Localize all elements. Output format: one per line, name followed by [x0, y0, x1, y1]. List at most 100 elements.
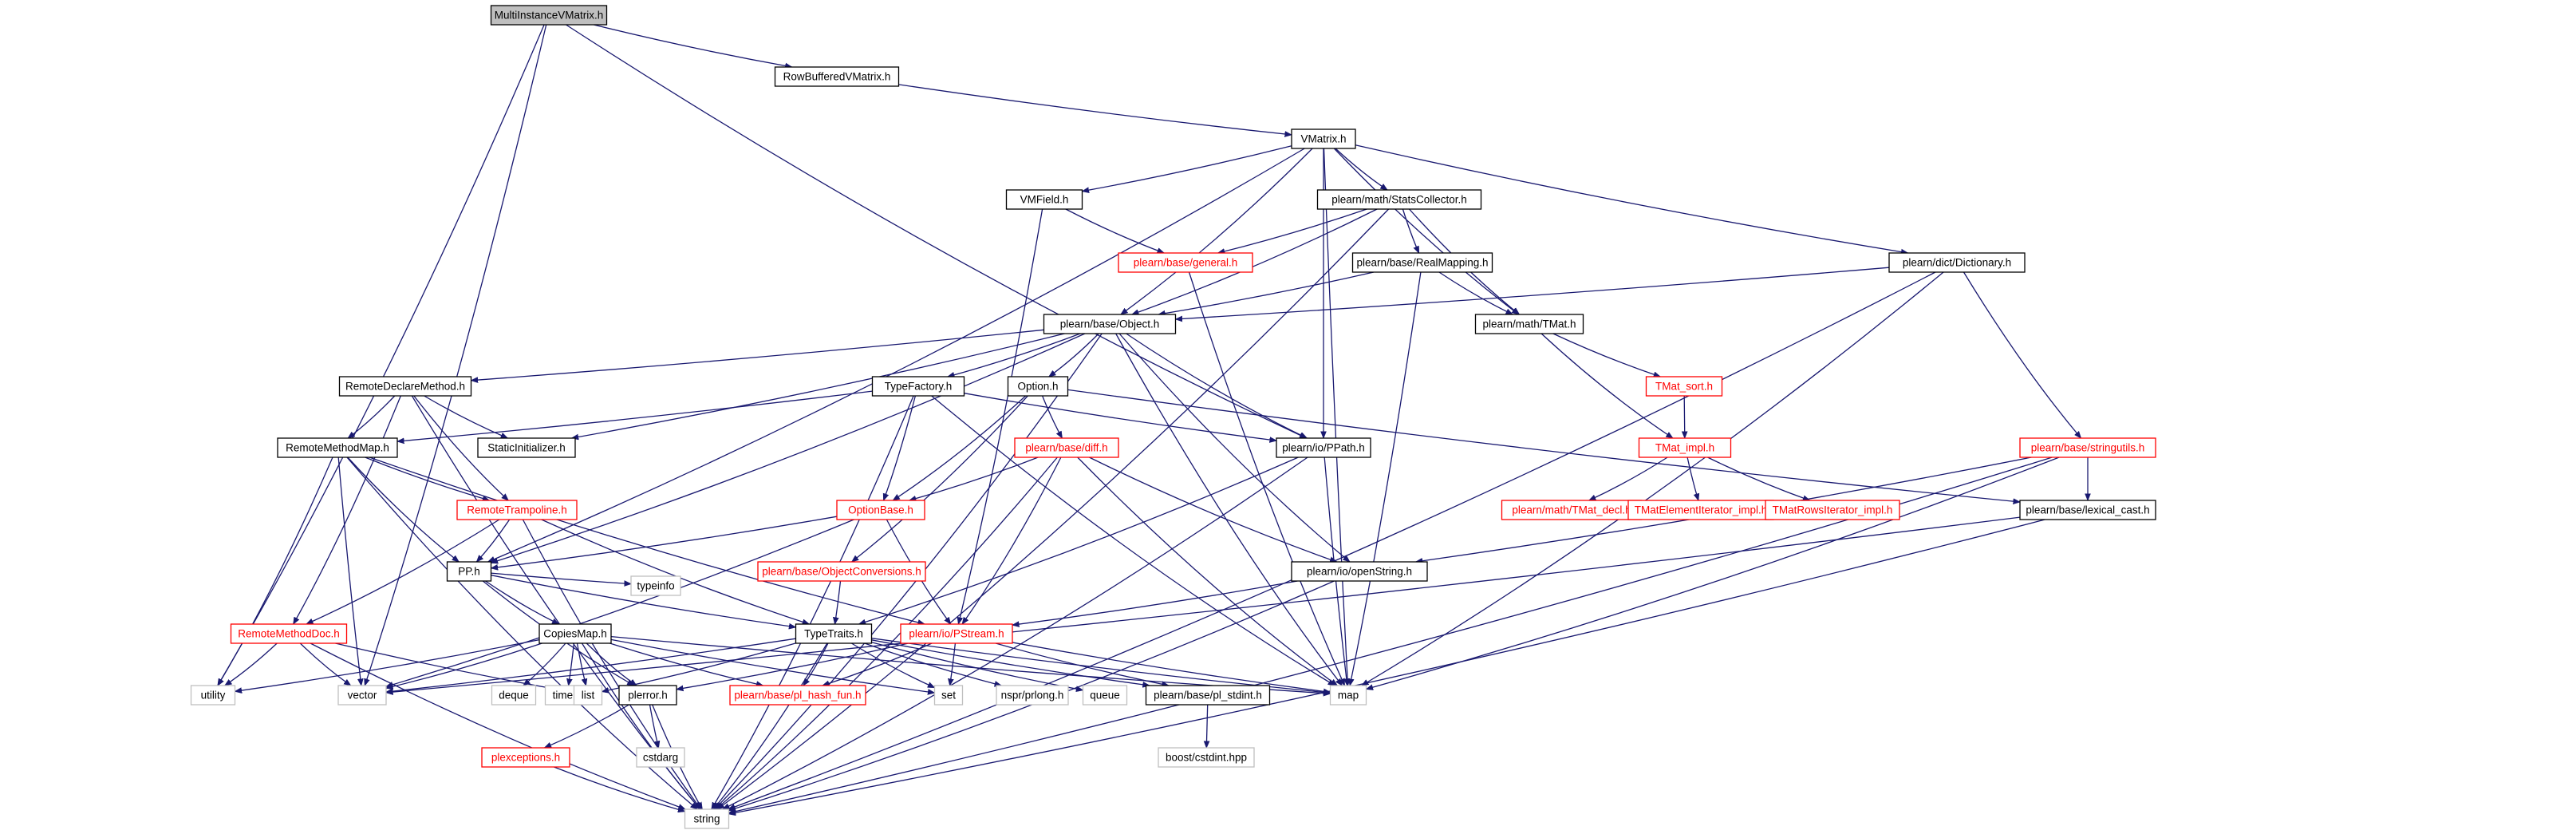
node-box: [684, 808, 730, 829]
edge-plearn-base-diff-h-to-plearn-io-pstream-h: [962, 457, 1062, 624]
edge-vmatrix-h-to-plearn-dict-dictionary-h: [1355, 144, 1908, 253]
edge-optionbase-h-to-vector: [386, 519, 854, 686]
node-box: [1329, 685, 1367, 706]
node-label: plearn/math/TMat.h: [1482, 318, 1576, 330]
node-plearn-io-pstream-h[interactable]: plearn/io/PStream.h: [900, 623, 1013, 644]
node-plearn-base-object-h[interactable]: plearn/base/Object.h: [1043, 314, 1177, 334]
node-plearn-math-tmat-h[interactable]: plearn/math/TMat.h: [1474, 314, 1584, 334]
node-box: [190, 685, 236, 706]
edge-plearn-base-realmapping-h-to-plearn-math-tmat-h: [1438, 271, 1513, 315]
node-plearn-base-diff-h[interactable]: plearn/base/diff.h: [1014, 437, 1119, 458]
edge-plearn-base-object-h-to-option-h: [1049, 333, 1099, 377]
node-label: VMField.h: [1020, 194, 1069, 206]
edge-vmatrix-h-to-plearn-math-statscollector-h: [1335, 148, 1387, 190]
node-label: TMatRowsIterator_impl.h: [1773, 504, 1893, 516]
edge-vmfield-h-to-plearn-base-general-h: [1065, 208, 1164, 254]
node-plearn-base-lexical-cast-h[interactable]: plearn/base/lexical_cast.h: [2019, 500, 2156, 520]
node-box: [729, 685, 866, 706]
node-label: plearn/base/general.h: [1134, 257, 1238, 269]
node-plearn-io-openstring-h[interactable]: plearn/io/openString.h: [1291, 561, 1428, 582]
node-label: TMat_sort.h: [1655, 381, 1713, 393]
edge-plearn-math-statscollector-h-to-plearn-base-object-h: [1132, 208, 1378, 314]
node-tmat-impl-h[interactable]: TMat_impl.h: [1638, 437, 1732, 458]
node-plexceptions-h[interactable]: plexceptions.h: [481, 747, 570, 768]
edge-tmat-impl-h-to-tmatelementiterator-impl-h: [1686, 457, 1698, 500]
node-label: plearn/base/RealMapping.h: [1356, 257, 1488, 269]
node-typetraits-h[interactable]: TypeTraits.h: [795, 623, 873, 644]
node-tmatrowsiterator-impl-h[interactable]: TMatRowsIterator_impl.h: [1765, 500, 1900, 520]
node-label: plearn/base/lexical_cast.h: [2026, 504, 2149, 516]
edge-plearn-math-tmat-h-to-tmat-sort-h: [1552, 333, 1660, 377]
edge-plearn-base-diff-h-to-optionbase-h: [909, 457, 1039, 500]
node-vmfield-h[interactable]: VMField.h: [1005, 189, 1083, 210]
node-box: [636, 747, 685, 768]
edge-plearn-io-pstream-h-to-set: [950, 642, 957, 686]
node-label: Option.h: [1017, 381, 1058, 393]
node-nspr-prlong-h: nspr/prlong.h: [996, 685, 1069, 706]
edge-remotetrampoline-h-to-remotemethoddoc-h: [306, 519, 500, 625]
node-copiesmap-h[interactable]: CopiesMap.h: [538, 623, 612, 644]
edge-multiinstancevmatrix-h-to-plearn-io-ppath-h: [566, 24, 1307, 439]
node-vmatrix-h[interactable]: VMatrix.h: [1291, 128, 1356, 149]
node-remotemethodmap-h[interactable]: RemoteMethodMap.h: [277, 437, 398, 458]
edge-plearn-base-object-h-to-staticinitializer-h: [572, 333, 1065, 438]
node-option-h[interactable]: Option.h: [1007, 376, 1069, 397]
edge-typefactory-h-to-map: [931, 395, 1335, 686]
edge-typetraits-h-to-string: [713, 642, 828, 809]
edge-plearn-io-pstream-h-to-plearn-base-pl-stdint-h: [995, 642, 1169, 686]
edge-plearn-math-statscollector-h-to-plearn-base-general-h: [1218, 208, 1367, 253]
node-label: plearn/dict/Dictionary.h: [1903, 257, 2011, 269]
edge-remotemethodmap-h-to-utility: [217, 457, 333, 686]
edge-pp-h-to-typeinfo: [491, 572, 632, 584]
edge-remotetrampoline-h-to-string: [522, 519, 700, 809]
node-plearn-math-statscollector-h[interactable]: plearn/math/StatsCollector.h: [1316, 189, 1482, 210]
edge-copiesmap-h-to-list: [576, 642, 586, 686]
node-plearn-base-general-h[interactable]: plearn/base/general.h: [1118, 252, 1253, 273]
node-remotedeclaremethod-h[interactable]: RemoteDeclareMethod.h: [338, 376, 472, 397]
edge-plearn-base-lexical-cast-h-to-string: [729, 519, 2045, 814]
node-label: RowBufferedVMatrix.h: [783, 71, 891, 83]
node-box: [1291, 128, 1356, 149]
node-plearn-base-realmapping-h[interactable]: plearn/base/RealMapping.h: [1351, 252, 1493, 273]
node-label: plearn/math/TMat_decl.h: [1512, 504, 1631, 516]
node-plearn-base-pl-stdint-h[interactable]: plearn/base/pl_stdint.h: [1145, 685, 1271, 706]
node-plearn-math-tmat-decl-h[interactable]: plearn/math/TMat_decl.h: [1501, 500, 1643, 520]
node-boost-cstdint-hpp: boost/cstdint.hpp: [1158, 747, 1255, 768]
node-label: boost/cstdint.hpp: [1166, 752, 1247, 764]
node-label: list: [582, 690, 595, 702]
edge-remotemethoddoc-h-to-vector: [299, 642, 350, 686]
node-remotemethoddoc-h[interactable]: RemoteMethodDoc.h: [230, 623, 348, 644]
node-plearn-base-stringutils-h[interactable]: plearn/base/stringutils.h: [2019, 437, 2156, 458]
node-box: [446, 561, 492, 582]
node-tmat-sort-h[interactable]: TMat_sort.h: [1645, 376, 1723, 397]
node-label: TypeTraits.h: [804, 628, 863, 640]
edge-typetraits-h-to-plearn-base-pl-hash-fun-h: [803, 642, 829, 686]
node-set: set: [933, 685, 964, 706]
edge-tmat-impl-h-to-plearn-math-tmat-decl-h: [1589, 457, 1668, 501]
node-label: plearn/base/stringutils.h: [2031, 442, 2145, 454]
node-box: [630, 575, 681, 596]
node-optionbase-h[interactable]: OptionBase.h: [836, 500, 925, 520]
edge-plearn-base-diff-h-to-plearn-io-openstring-h: [1089, 457, 1336, 562]
node-staticinitializer-h[interactable]: StaticInitializer.h: [477, 437, 576, 458]
edge-pp-h-to-typetraits-h: [491, 575, 796, 627]
node-box: [757, 561, 926, 582]
node-rowbufferedvmatrix-h[interactable]: RowBufferedVMatrix.h: [774, 66, 900, 87]
node-plearn-dict-dictionary-h[interactable]: plearn/dict/Dictionary.h: [1888, 252, 2026, 273]
edge-copiesmap-h-to-plerror-h: [586, 642, 637, 686]
node-typefactory-h[interactable]: TypeFactory.h: [871, 376, 965, 397]
node-plearn-base-pl-hash-fun-h[interactable]: plearn/base/pl_hash_fun.h: [729, 685, 866, 706]
node-multiinstancevmatrix-h[interactable]: MultiInstanceVMatrix.h: [490, 5, 608, 26]
node-tmatelementiterator-impl-h[interactable]: TMatElementIterator_impl.h: [1627, 500, 1774, 520]
node-plearn-base-objectconversions-h[interactable]: plearn/base/ObjectConversions.h: [757, 561, 926, 582]
edge-typefactory-h-to-plearn-io-ppath-h: [964, 393, 1277, 441]
node-remotetrampoline-h[interactable]: RemoteTrampoline.h: [456, 500, 578, 520]
node-plearn-io-ppath-h[interactable]: plearn/io/PPath.h: [1276, 437, 1371, 458]
node-label: plearn/io/PStream.h: [909, 628, 1004, 640]
edge-remotemethodmap-h-to-pp-h: [347, 457, 459, 562]
node-label: plearn/base/Object.h: [1060, 318, 1160, 330]
node-pp-h[interactable]: PP.h: [446, 561, 492, 582]
node-label: VMatrix.h: [1300, 133, 1346, 145]
edge-plearn-io-ppath-h-to-string: [723, 457, 1308, 810]
node-plerror-h[interactable]: plerror.h: [618, 685, 677, 706]
